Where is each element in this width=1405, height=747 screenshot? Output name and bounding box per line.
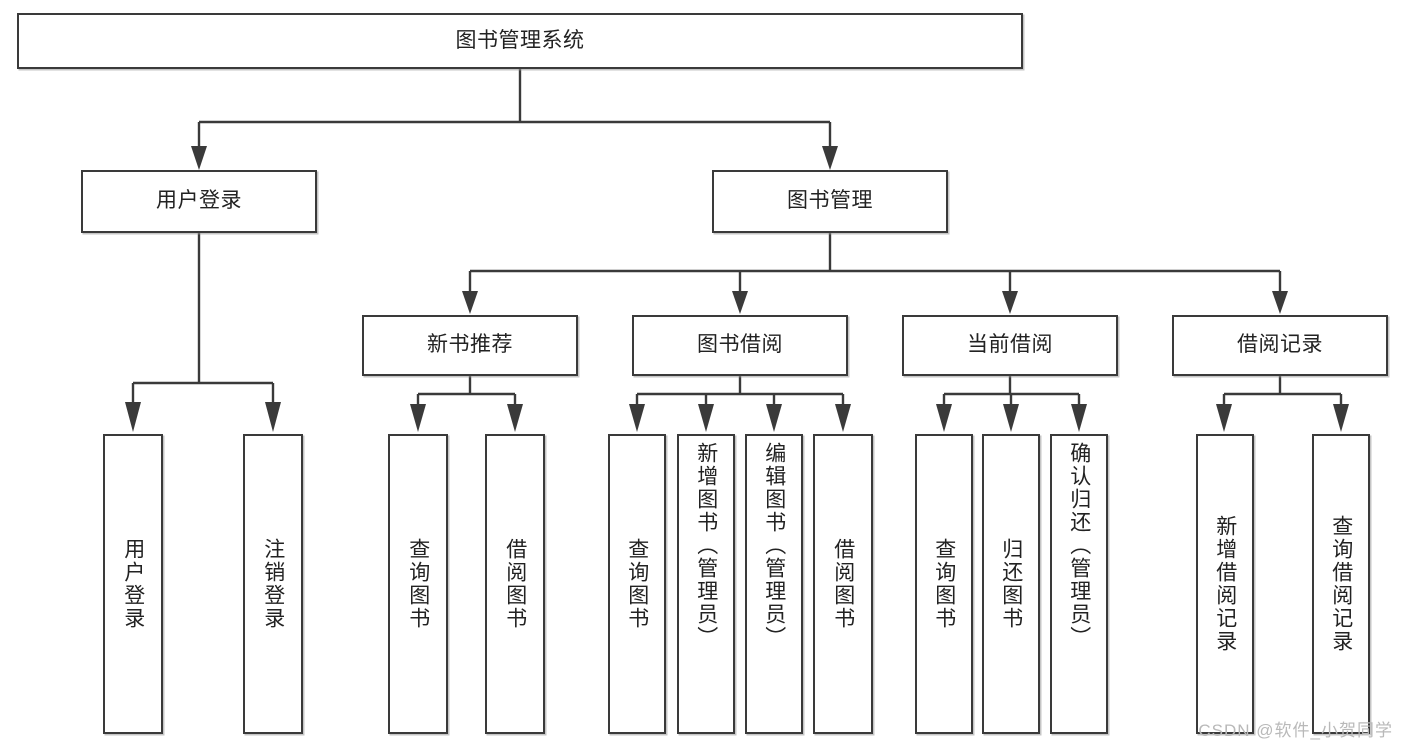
node-leaf-query-book-3[interactable]: 查询图书 bbox=[915, 434, 973, 734]
node-user-login-label: 用户登录 bbox=[156, 189, 242, 213]
node-leaf-user-login[interactable]: 用户登录 bbox=[103, 434, 163, 734]
node-user-login[interactable]: 用户登录 bbox=[81, 170, 317, 233]
node-leaf-user-login-label: 用户登录 bbox=[121, 538, 145, 630]
node-leaf-confirm-return-label: 确认归还（管理员） bbox=[1067, 442, 1091, 649]
node-leaf-query-book-1[interactable]: 查询图书 bbox=[388, 434, 448, 734]
node-leaf-query-book-1-label: 查询图书 bbox=[406, 538, 430, 630]
node-leaf-return-book[interactable]: 归还图书 bbox=[982, 434, 1040, 734]
node-leaf-edit-book-label: 编辑图书（管理员） bbox=[762, 442, 786, 649]
node-leaf-borrow-book-2-label: 借阅图书 bbox=[831, 538, 855, 630]
node-book-manage-label: 图书管理 bbox=[787, 189, 873, 213]
node-current-borrow-label: 当前借阅 bbox=[967, 333, 1053, 357]
node-book-borrow[interactable]: 图书借阅 bbox=[632, 315, 848, 376]
node-root-label: 图书管理系统 bbox=[455, 28, 585, 52]
node-leaf-confirm-return[interactable]: 确认归还（管理员） bbox=[1050, 434, 1108, 734]
node-book-manage[interactable]: 图书管理 bbox=[712, 170, 948, 233]
node-book-borrow-label: 图书借阅 bbox=[697, 333, 783, 357]
node-leaf-borrow-book-2[interactable]: 借阅图书 bbox=[813, 434, 873, 734]
node-root[interactable]: 图书管理系统 bbox=[17, 13, 1023, 69]
node-borrow-record[interactable]: 借阅记录 bbox=[1172, 315, 1388, 376]
node-new-book-recommend[interactable]: 新书推荐 bbox=[362, 315, 578, 376]
node-leaf-return-book-label: 归还图书 bbox=[999, 538, 1023, 630]
node-leaf-query-record-label: 查询借阅记录 bbox=[1329, 515, 1353, 653]
watermark-text: CSDN @软件_小贺同学 bbox=[1198, 721, 1393, 740]
node-new-book-recommend-label: 新书推荐 bbox=[427, 333, 513, 357]
node-leaf-borrow-book-1[interactable]: 借阅图书 bbox=[485, 434, 545, 734]
node-leaf-borrow-book-1-label: 借阅图书 bbox=[503, 538, 527, 630]
node-borrow-record-label: 借阅记录 bbox=[1237, 333, 1323, 357]
node-leaf-query-record[interactable]: 查询借阅记录 bbox=[1312, 434, 1370, 734]
node-leaf-query-book-3-label: 查询图书 bbox=[932, 538, 956, 630]
node-leaf-user-logout-label: 注销登录 bbox=[261, 538, 285, 630]
node-current-borrow[interactable]: 当前借阅 bbox=[902, 315, 1118, 376]
node-leaf-add-book-label: 新增图书（管理员） bbox=[694, 442, 718, 649]
node-leaf-add-book[interactable]: 新增图书（管理员） bbox=[677, 434, 735, 734]
node-leaf-add-record[interactable]: 新增借阅记录 bbox=[1196, 434, 1254, 734]
node-leaf-query-book-2[interactable]: 查询图书 bbox=[608, 434, 666, 734]
node-leaf-edit-book[interactable]: 编辑图书（管理员） bbox=[745, 434, 803, 734]
node-leaf-add-record-label: 新增借阅记录 bbox=[1213, 515, 1237, 653]
node-leaf-query-book-2-label: 查询图书 bbox=[625, 538, 649, 630]
node-leaf-user-logout[interactable]: 注销登录 bbox=[243, 434, 303, 734]
